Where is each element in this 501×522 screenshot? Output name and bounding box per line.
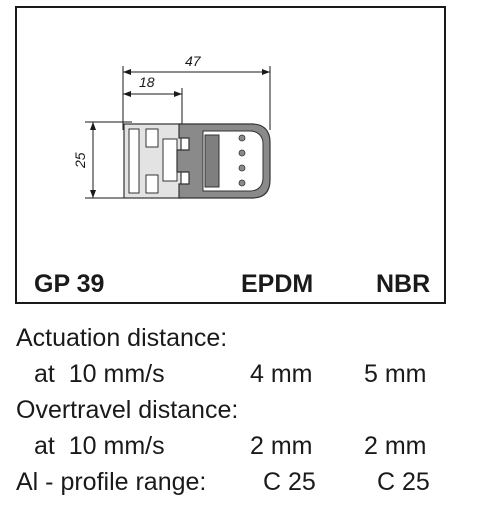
actuation-heading: Actuation distance: [16, 324, 228, 352]
product-panel: 47 18 25 GP 39 EPDM NBR [15, 6, 446, 304]
actuation-epdm-value: 4 mm [250, 360, 313, 388]
profile-range-label: Al - profile range: [16, 468, 207, 496]
overtravel-speed: at 10 mm/s [34, 432, 165, 460]
dimension-25-label: 25 [72, 152, 88, 169]
dimension-arrows [90, 69, 270, 198]
overtravel-heading: Overtravel distance: [16, 396, 239, 424]
overtravel-nbr-value: 2 mm [364, 432, 427, 460]
dimension-18-label: 18 [139, 74, 155, 90]
product-code: GP 39 [34, 270, 105, 298]
material-epdm-label: EPDM [241, 270, 314, 298]
dimension-lines [85, 66, 271, 199]
actuation-speed: at 10 mm/s [34, 360, 165, 388]
material-nbr-label: NBR [376, 270, 431, 298]
aluminium-rail [123, 123, 182, 199]
overtravel-epdm-value: 2 mm [250, 432, 313, 460]
profile-range-epdm-value: C 25 [263, 468, 316, 496]
dimension-47-label: 47 [185, 53, 202, 69]
profile-drawing: 47 18 25 [72, 53, 271, 199]
profile-range-nbr-value: C 25 [377, 468, 430, 496]
actuation-nbr-value: 5 mm [364, 360, 427, 388]
rubber-seal-profile [176, 123, 271, 199]
